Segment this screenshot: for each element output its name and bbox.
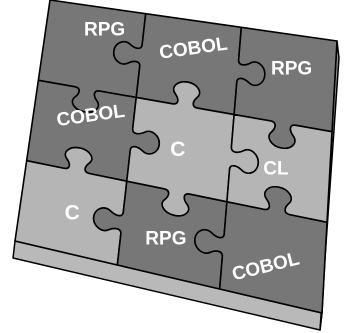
piece-label-r2-c2: C: [170, 138, 185, 161]
piece-label-r1-c3: RPG: [271, 59, 312, 80]
piece-label-r2-c3: CL: [263, 159, 289, 180]
puzzle-piece-r3-c3: [194, 186, 328, 314]
piece-label-r3-c1: C: [65, 201, 80, 224]
piece-label-r1-c1: RPG: [84, 19, 125, 40]
piece-label-r3-c2: RPG: [145, 229, 186, 250]
puzzle-pieces: [14, 0, 338, 314]
